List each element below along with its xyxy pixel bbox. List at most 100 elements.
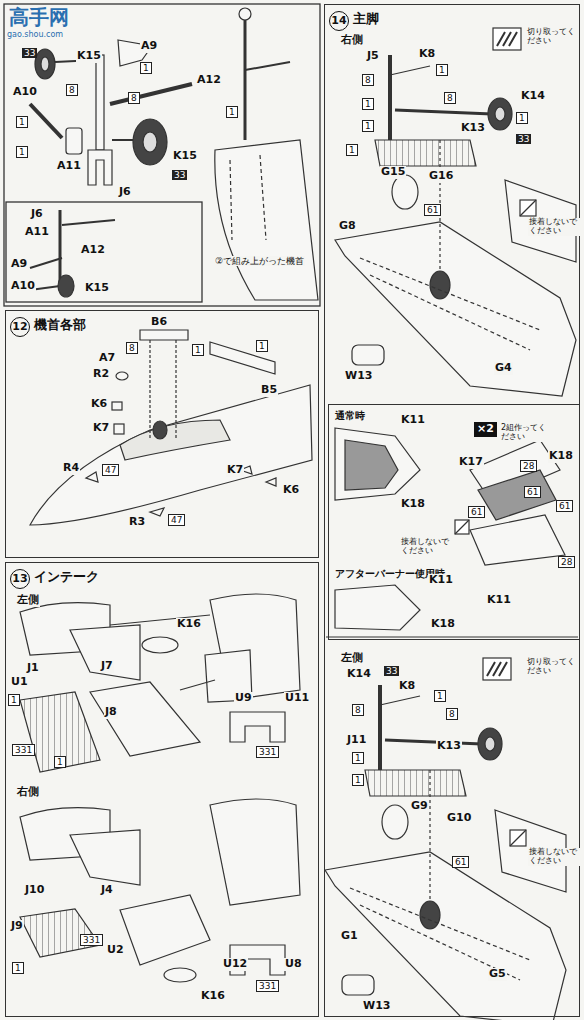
- paint-callout: 28: [558, 556, 575, 568]
- paint-callout: 61: [556, 500, 573, 512]
- paint-callout: 331: [12, 744, 35, 756]
- part-label: B6: [150, 316, 168, 329]
- paint-callout: 8: [126, 342, 138, 354]
- part-label: W13: [362, 1000, 391, 1013]
- part-label: U12: [222, 958, 248, 971]
- part-label: 右側: [16, 786, 40, 799]
- part-label: K18: [430, 618, 456, 631]
- paint-callout: 33: [22, 48, 37, 58]
- step-panel: 13インテーク: [5, 562, 319, 1017]
- paint-callout: 47: [102, 464, 119, 476]
- paint-callout: 1: [54, 756, 66, 768]
- part-label: K11: [400, 414, 426, 427]
- part-label: A9: [140, 40, 158, 53]
- paint-callout: 1: [8, 694, 20, 706]
- paint-callout: 28: [520, 460, 537, 472]
- paint-callout: 61: [524, 486, 541, 498]
- note-text: 接着しないでください: [528, 848, 580, 866]
- paint-callout: 1: [16, 116, 28, 128]
- note-text: 2組作ってください: [500, 424, 552, 442]
- part-label: 左側: [16, 594, 40, 607]
- part-label: B5: [260, 384, 278, 397]
- part-label: J5: [366, 50, 380, 63]
- part-label: G5: [488, 968, 507, 981]
- step-title: 機首各部: [34, 316, 86, 334]
- step-number-wrap: 13: [10, 567, 30, 589]
- paint-callout: 331: [256, 980, 279, 992]
- paint-callout: 1: [352, 774, 364, 786]
- part-label: K6: [90, 398, 108, 411]
- note-text: 接着しないでください: [528, 218, 580, 236]
- paint-callout: 33: [516, 134, 531, 144]
- part-label: G9: [410, 800, 429, 813]
- step-panel: 12機首各部: [5, 310, 319, 558]
- paint-callout: 8: [444, 92, 456, 104]
- part-label: A10: [12, 86, 38, 99]
- step-number: 14: [329, 11, 349, 31]
- part-label: J10: [24, 884, 45, 897]
- paint-callout: 8: [66, 84, 78, 96]
- paint-callout: 1: [362, 98, 374, 110]
- part-label: K18: [400, 498, 426, 511]
- part-label: G16: [428, 170, 454, 183]
- part-label: J11: [346, 734, 367, 747]
- part-label: K8: [418, 48, 436, 61]
- part-label: K16: [176, 618, 202, 631]
- paint-callout: 61: [452, 856, 469, 868]
- part-label: K7: [226, 464, 244, 477]
- paint-callout: 61: [468, 506, 485, 518]
- part-label: R3: [128, 516, 146, 529]
- note-text: 切り取ってください: [526, 28, 578, 46]
- paint-callout: 8: [446, 708, 458, 720]
- part-label: J4: [100, 884, 114, 897]
- part-label: G15: [380, 166, 406, 179]
- paint-callout: 1: [516, 112, 528, 124]
- part-label: K6: [282, 484, 300, 497]
- part-label: G8: [338, 220, 357, 233]
- paint-callout: 1: [226, 106, 238, 118]
- part-label: W13: [344, 370, 373, 383]
- step-number: 12: [10, 317, 30, 337]
- part-label: J7: [100, 660, 114, 673]
- part-label: U8: [284, 958, 303, 971]
- paint-callout: 331: [256, 746, 279, 758]
- paint-callout: 8: [362, 74, 374, 86]
- part-label: K7: [92, 422, 110, 435]
- step-number: 13: [10, 569, 30, 589]
- paint-callout: 47: [168, 514, 185, 526]
- paint-callout: 61: [424, 204, 441, 216]
- part-label: A7: [98, 352, 116, 365]
- paint-callout: 1: [434, 690, 446, 702]
- part-label: K15: [76, 50, 102, 63]
- state-caption: 通常時: [335, 409, 365, 423]
- part-label: K15: [84, 282, 110, 295]
- paint-callout: 33: [384, 666, 399, 676]
- part-label: G10: [446, 812, 472, 825]
- step-number-wrap: 14: [329, 9, 349, 31]
- part-label: J9: [10, 920, 24, 933]
- part-label: A10: [10, 280, 36, 293]
- part-label: U2: [106, 944, 125, 957]
- paint-callout: 1: [256, 340, 268, 352]
- part-label: R4: [62, 462, 80, 475]
- part-label: A12: [80, 244, 106, 257]
- part-label: A11: [24, 226, 50, 239]
- note-text: 接着しないでください: [400, 538, 452, 556]
- paint-callout: 1: [352, 752, 364, 764]
- part-label: K13: [436, 740, 462, 753]
- watermark: gao.shou.com: [6, 30, 64, 39]
- watermark: 高手网: [8, 6, 70, 29]
- paint-callout: 1: [16, 146, 28, 158]
- paint-callout: 33: [172, 170, 187, 180]
- part-label: U9: [234, 692, 253, 705]
- paint-callout: 1: [140, 62, 152, 74]
- step-title: インテーク: [34, 568, 99, 586]
- part-label: U11: [284, 692, 310, 705]
- paint-callout: 1: [362, 120, 374, 132]
- part-label: 左側: [340, 652, 364, 665]
- part-label: J1: [26, 662, 40, 675]
- part-label: K16: [200, 990, 226, 1003]
- note-text: 切り取ってください: [526, 658, 578, 676]
- part-label: K13: [460, 122, 486, 135]
